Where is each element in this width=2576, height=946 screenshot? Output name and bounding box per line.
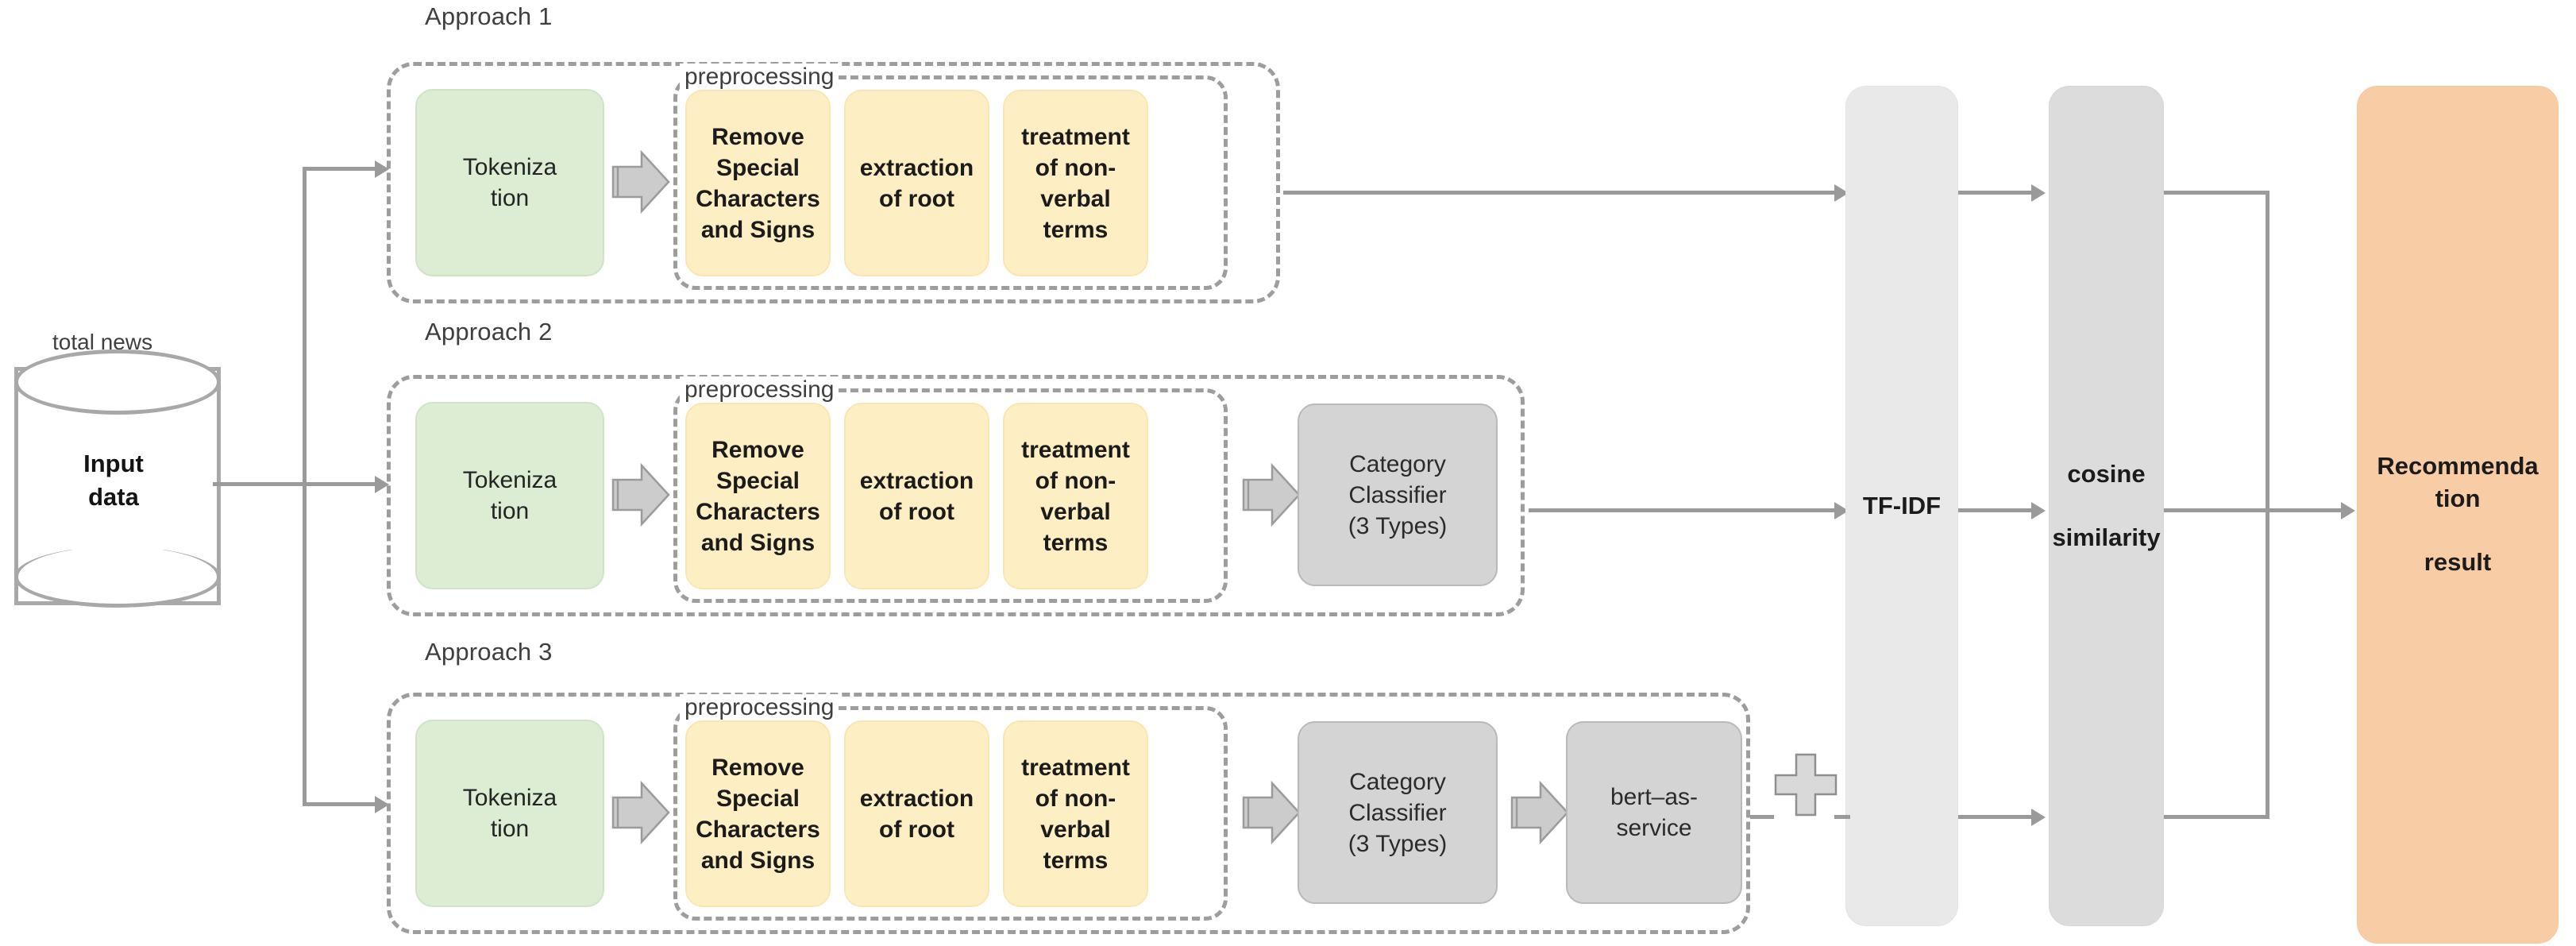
approach-3-container: [387, 693, 1750, 934]
approach-2-step-remove-special-characters: Remove Special Characters and Signs: [685, 403, 831, 589]
approach-1-step-1-label: extraction of root: [859, 154, 974, 212]
approach-1-step-extraction-of-root: extraction of root: [844, 90, 989, 276]
approach-2-step-2-label: treatment of non- verbal terms: [1021, 436, 1130, 556]
approach-2-step-1-label: extraction of root: [859, 467, 974, 525]
tfidf-box: TF-IDF: [1845, 86, 1958, 926]
approach-3-tokenization: Tokeniza tion: [415, 720, 604, 907]
approach-2-arrow-to-preprocessing: [610, 461, 672, 529]
approach-2-tokenization-label: Tokeniza tion: [462, 467, 557, 524]
branch-arrow-approach-2: [375, 476, 389, 493]
cosine-similarity-label: cosine similarity: [2052, 459, 2161, 552]
approach-2-output-line: [1529, 508, 1840, 512]
approach-3-label: Approach 3: [425, 638, 553, 666]
tfidf-to-cosine-arrow-middle: [2031, 502, 2046, 519]
approach-3-tokenization-label: Tokeniza tion: [462, 785, 557, 842]
approach-2-category-classifier: Category Classifier (3 Types): [1298, 403, 1498, 586]
branch-line-approach-3: [303, 802, 376, 806]
tfidf-to-cosine-arrow-top: [2031, 184, 2046, 202]
tfidf-to-cosine-line-middle: [1958, 508, 2034, 512]
approach-3-bert-as-service: bert–as- service: [1566, 721, 1742, 904]
approach-3-classifier-label: Category Classifier (3 Types): [1348, 768, 1448, 857]
cosine-output-line-bottom: [2164, 815, 2269, 819]
approach-1-preprocessing-label: preprocessing: [680, 64, 839, 91]
approach-2-classifier-label: Category Classifier (3 Types): [1348, 450, 1448, 539]
recommendation-result-box: Recommenda tion result: [2357, 86, 2559, 944]
approach-3-step-remove-special-characters: Remove Special Characters and Signs: [685, 720, 831, 907]
branch-arrow-approach-3: [375, 796, 389, 813]
cylinder-bottom-ellipse: [14, 546, 221, 608]
cylinder-top-ellipse: [14, 349, 221, 415]
recommendation-result-label: Recommenda tion result: [2377, 452, 2539, 577]
plus-to-tfidf-line: [1834, 815, 1850, 819]
cosine-output-bus-vertical: [2266, 191, 2269, 819]
approach-2-preprocessing-container: [673, 388, 1228, 603]
approach-2-step-0-label: Remove Special Characters and Signs: [696, 436, 820, 556]
tfidf-to-cosine-line-bottom: [1958, 815, 2034, 819]
approach-2-step-nonverbal-terms: treatment of non- verbal terms: [1003, 403, 1148, 589]
approach-3-category-classifier: Category Classifier (3 Types): [1298, 721, 1498, 904]
tfidf-to-cosine-line-top: [1958, 191, 2034, 195]
approach-3-preprocessing-label: preprocessing: [680, 694, 839, 721]
approach-3-output-line: [1750, 815, 1774, 819]
plus-icon: [1772, 751, 1839, 818]
approach-2-step-extraction-of-root: extraction of root: [844, 403, 989, 589]
approach-1-label: Approach 1: [425, 2, 553, 30]
approach-2-label: Approach 2: [425, 318, 553, 346]
approach-1-step-nonverbal-terms: treatment of non- verbal terms: [1003, 90, 1148, 276]
approach-1-step-remove-special-characters: Remove Special Characters and Signs: [685, 90, 831, 276]
trunk-vertical-line: [303, 167, 307, 806]
approach-3-step-0-label: Remove Special Characters and Signs: [696, 754, 820, 874]
approach-2-tokenization: Tokeniza tion: [415, 402, 604, 589]
approach-3-arrow-to-preprocessing: [610, 778, 672, 847]
cosine-similarity-box: cosine similarity: [2049, 86, 2164, 926]
cylinder-label: Input data: [83, 450, 144, 511]
branch-arrow-approach-1: [375, 160, 389, 178]
tfidf-label: TF-IDF: [1862, 491, 1942, 519]
approach-1-output-line: [1283, 191, 1839, 195]
approach-3-arrow-to-bert: [1509, 778, 1571, 847]
approach-1-tokenization: Tokeniza tion: [415, 89, 604, 276]
tfidf-to-cosine-arrow-bottom: [2031, 809, 2046, 826]
approach-2-preprocessing-label: preprocessing: [680, 376, 839, 403]
approach-3-step-extraction-of-root: extraction of root: [844, 720, 989, 907]
approach-1-tokenization-label: Tokeniza tion: [462, 154, 557, 211]
cosine-output-line-top: [2164, 191, 2269, 195]
approach-2-container: [387, 375, 1525, 616]
approach-2-arrow-to-classifier: [1240, 461, 1302, 529]
input-data-cylinder: total news Input data: [14, 330, 221, 612]
approach-1-step-2-label: treatment of non- verbal terms: [1021, 123, 1130, 243]
branch-line-approach-2: [303, 482, 376, 486]
approach-2-output-arrow: [1834, 502, 1849, 519]
branch-line-approach-1: [303, 167, 376, 171]
cosine-to-recommendation-arrow: [2341, 502, 2355, 519]
approach-1-output-arrow: [1834, 184, 1849, 202]
cosine-to-recommendation-line: [2164, 508, 2347, 512]
approach-3-preprocessing-container: [673, 706, 1228, 921]
source-to-trunk-line: [213, 482, 307, 486]
approach-1-step-0-label: Remove Special Characters and Signs: [696, 123, 820, 243]
approach-1-preprocessing-container: [673, 75, 1228, 290]
approach-3-step-2-label: treatment of non- verbal terms: [1021, 754, 1130, 874]
approach-3-step-nonverbal-terms: treatment of non- verbal terms: [1003, 720, 1148, 907]
approach-3-arrow-to-classifier: [1240, 778, 1302, 847]
approach-1-arrow-to-preprocessing: [610, 148, 672, 216]
approach-3-step-1-label: extraction of root: [859, 785, 974, 843]
approach-3-bert-label: bert–as- service: [1610, 784, 1699, 841]
